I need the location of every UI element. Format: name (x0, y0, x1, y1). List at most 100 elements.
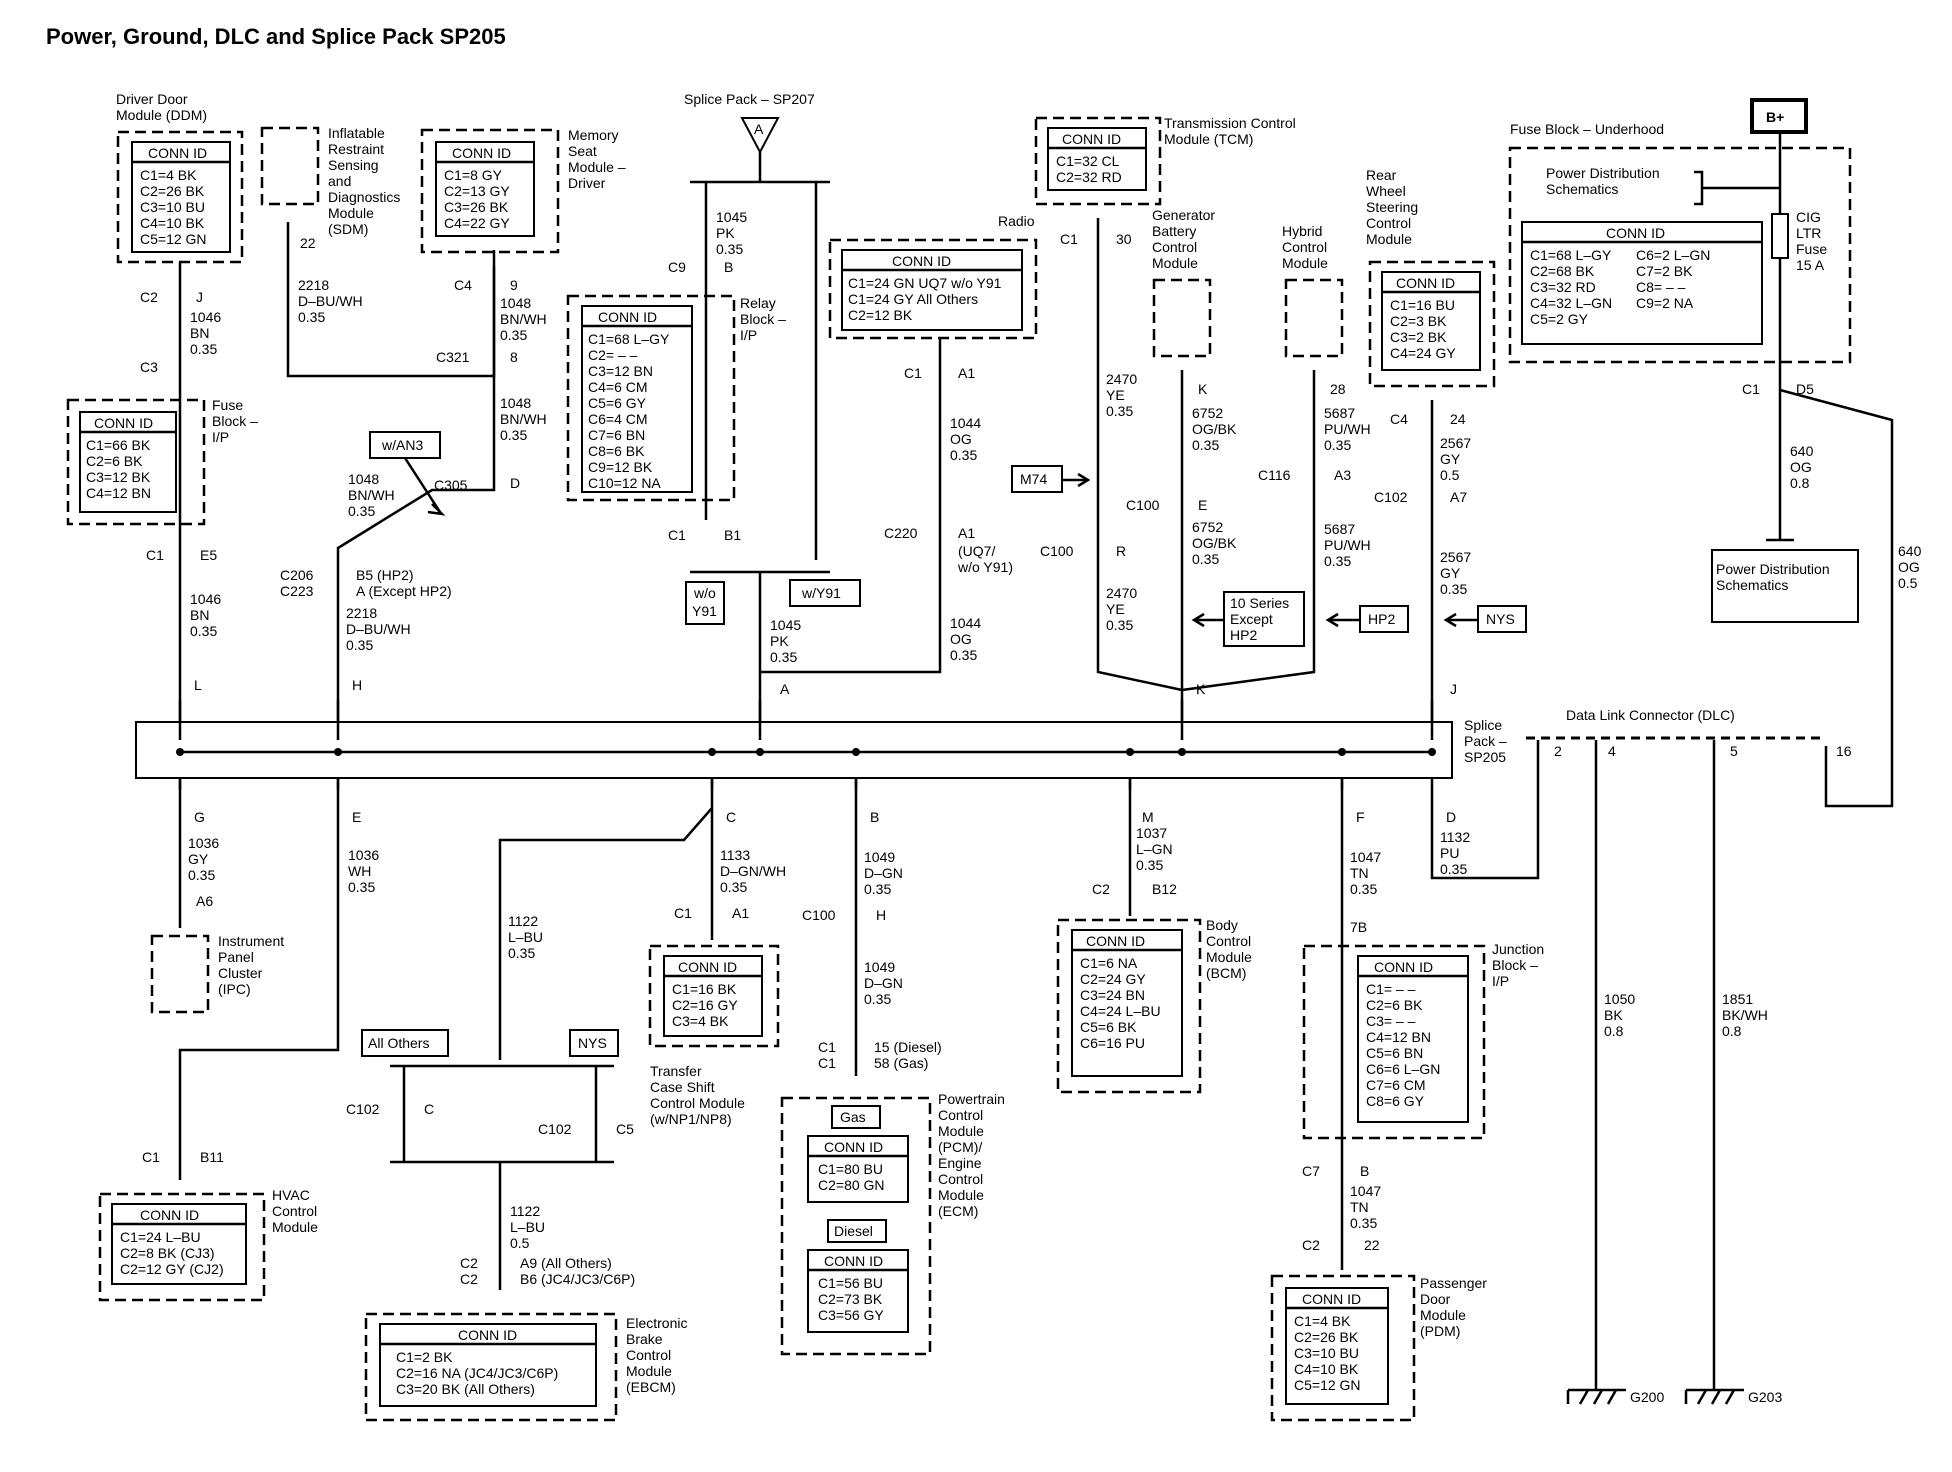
svg-text:B11: B11 (200, 1149, 224, 1165)
svg-text:Generator: Generator (1152, 207, 1215, 223)
svg-text:1048: 1048 (500, 395, 531, 411)
svg-text:Fuse: Fuse (1796, 241, 1827, 257)
option-m74 (1011, 465, 1063, 493)
svg-text:OG/BK: OG/BK (1192, 421, 1237, 437)
svg-text:0.5: 0.5 (1440, 467, 1460, 483)
svg-text:C6=6 L–GN: C6=6 L–GN (1366, 1061, 1440, 1077)
gbcm-wire1: 6752 OG/BK 0.35 (1192, 405, 1237, 453)
radio-wire2: 1044 OG 0.35 (950, 615, 981, 663)
ipc-label: Instrument Panel Cluster (IPC) (218, 933, 284, 997)
svg-text:C5=12 GN: C5=12 GN (140, 231, 207, 247)
svg-text:C9=12 BK: C9=12 BK (588, 459, 653, 475)
svg-text:Module: Module (626, 1363, 672, 1379)
svg-text:C1: C1 (146, 547, 164, 563)
tcm-pin-2: C2=32 RD (1056, 169, 1122, 185)
fbip-wire-label: 1046 BN 0.35 (190, 591, 221, 639)
ebcm-conn-id (379, 1323, 597, 1407)
svg-text:Electronic: Electronic (626, 1315, 687, 1331)
svg-text:A6: A6 (196, 893, 213, 909)
svg-text:C3=4 BK: C3=4 BK (672, 1013, 729, 1029)
svg-text:Powertrain: Powertrain (938, 1091, 1005, 1107)
rws-wire2: 2567 GY 0.35 (1440, 549, 1471, 597)
fbip-pins: C1=66 BK C2=6 BK C3=12 BK C4=12 BN (86, 437, 151, 501)
hvac-pins: C1=24 L–BU C2=8 BK (CJ3) C2=12 GY (CJ2) (120, 1229, 224, 1277)
svg-text:0.35: 0.35 (346, 637, 373, 653)
svg-text:A: A (780, 681, 790, 697)
svg-text:2218: 2218 (298, 277, 329, 293)
pcm-gas-pin-1: C1=80 BU (818, 1161, 883, 1177)
svg-text:Cluster: Cluster (218, 965, 263, 981)
svg-text:0.35: 0.35 (190, 623, 217, 639)
pds-bottom-1: Power Distribution (1716, 561, 1830, 577)
msm-label: Memory Seat Module – Driver (568, 127, 626, 191)
svg-text:1036: 1036 (348, 847, 379, 863)
svg-text:D5: D5 (1796, 381, 1814, 397)
svg-text:5: 5 (1730, 743, 1738, 759)
jb-conn-id (1357, 955, 1469, 1123)
svg-text:Driver Door: Driver Door (116, 91, 188, 107)
tcm-conn-id (1047, 127, 1147, 191)
svg-text:C1: C1 (818, 1055, 836, 1071)
relay-block-ip (566, 294, 736, 502)
option-all-others (361, 1029, 449, 1057)
relay-conn-id (581, 305, 693, 493)
svg-text:C1: C1 (668, 527, 686, 543)
ebcm-module (364, 1312, 618, 1422)
svg-text:C2: C2 (1302, 1237, 1320, 1253)
radio-conn-id (841, 249, 1023, 331)
pds-top-1: Power Distribution (1546, 165, 1660, 181)
svg-text:C3=26 BK: C3=26 BK (444, 199, 509, 215)
svg-text:Module: Module (328, 205, 374, 221)
option-nys-2 (569, 1029, 619, 1057)
svg-text:OG: OG (1898, 559, 1920, 575)
svg-text:Except: Except (1230, 611, 1273, 627)
svg-text:0.35: 0.35 (190, 341, 217, 357)
svg-text:D–BU/WH: D–BU/WH (298, 293, 363, 309)
svg-text:C1=8 GY: C1=8 GY (444, 167, 503, 183)
svg-text:w/Y91: w/Y91 (801, 585, 841, 601)
svg-text:C1=24 L–BU: C1=24 L–BU (120, 1229, 201, 1245)
svg-text:F: F (1356, 809, 1365, 825)
svg-text:G: G (194, 809, 205, 825)
svg-text:CONN ID: CONN ID (678, 959, 737, 975)
svg-text:CONN ID: CONN ID (140, 1207, 199, 1223)
svg-text:15 (Diesel): 15 (Diesel) (874, 1039, 942, 1055)
pcm-gas-pin-2: C2=80 GN (818, 1177, 885, 1193)
svg-text:C3=2 BK: C3=2 BK (1390, 329, 1447, 345)
bcm-label: Body Control Module (BCM) (1206, 917, 1252, 981)
svg-text:I/P: I/P (212, 429, 229, 445)
option-hp2 (1359, 605, 1409, 633)
svg-text:0.35: 0.35 (1324, 553, 1351, 569)
pcm-label: Powertrain Control Module (PCM)/ Engine … (938, 1091, 1005, 1219)
option-w-y91 (789, 579, 861, 607)
svg-text:1122: 1122 (510, 1203, 540, 1219)
svg-text:BN: BN (190, 607, 209, 623)
svg-text:OG: OG (1790, 459, 1812, 475)
msm-pins: C1=8 GY C2=13 GY C3=26 BK C4=22 GY (444, 167, 510, 231)
svg-text:L–BU: L–BU (508, 929, 543, 945)
svg-text:C3=12 BK: C3=12 BK (86, 469, 151, 485)
svg-text:C: C (726, 809, 736, 825)
g203-wire: 1851 BK/WH 0.8 (1722, 991, 1768, 1039)
svg-text:C10=12 NA: C10=12 NA (588, 475, 661, 491)
svg-text:Wheel: Wheel (1366, 183, 1406, 199)
svg-text:1045: 1045 (716, 209, 747, 225)
pcm-diesel-pin-1: C1=56 BU (818, 1275, 883, 1291)
svg-text:0.35: 0.35 (1440, 861, 1467, 877)
svg-text:C6=4 CM: C6=4 CM (588, 411, 648, 427)
svg-text:C5=6 BK: C5=6 BK (1080, 1019, 1137, 1035)
svg-text:C3=10 BU: C3=10 BU (1294, 1345, 1359, 1361)
svg-text:C102: C102 (538, 1121, 572, 1137)
svg-text:Control: Control (1206, 933, 1251, 949)
svg-text:0.35: 0.35 (1136, 857, 1163, 873)
svg-text:WH: WH (348, 863, 371, 879)
splice-pack-label: Splice Pack – SP205 (1464, 717, 1507, 765)
svg-text:Y91: Y91 (692, 603, 717, 619)
option-w-an3 (369, 431, 441, 459)
svg-text:0.35: 0.35 (716, 241, 743, 257)
svg-text:Module (TCM): Module (TCM) (1164, 131, 1253, 147)
svg-text:(PDM): (PDM) (1420, 1323, 1460, 1339)
svg-text:A1: A1 (732, 905, 749, 921)
pds-bottom-box (1711, 549, 1859, 623)
bcm-conn-id (1071, 929, 1183, 1077)
